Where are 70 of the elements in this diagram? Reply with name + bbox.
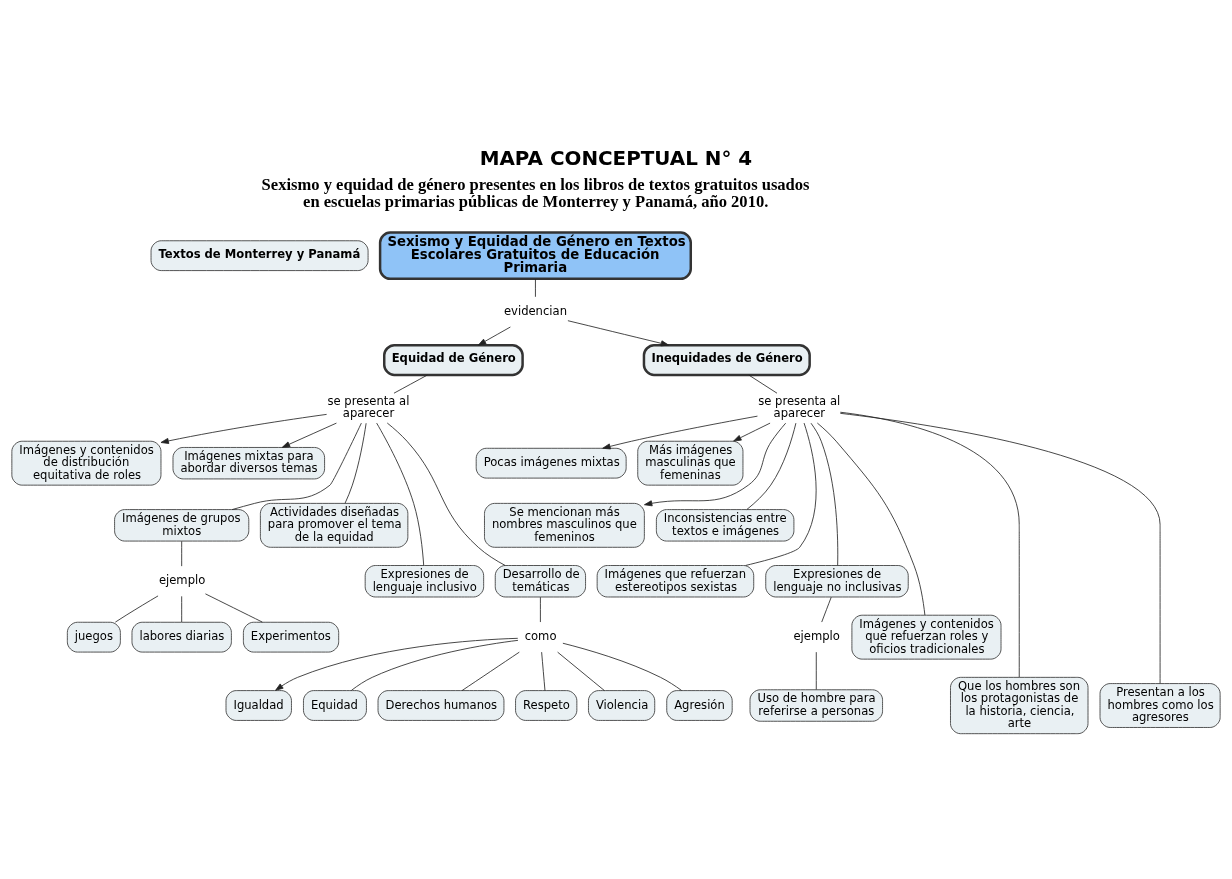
connector bbox=[376, 422, 425, 566]
node-text: ejemplo bbox=[158, 572, 206, 587]
node-box: Que los hombres son los protagonistas de la historia, ciencia, arte bbox=[950, 676, 1089, 734]
node-box: Expresiones de lenguaje inclusivo bbox=[364, 564, 485, 597]
connector bbox=[181, 540, 183, 567]
node-box: Inequidades de Género bbox=[642, 343, 811, 376]
node-box: Imágenes mixtas para abordar diversos temas bbox=[172, 446, 325, 479]
node-box: Uso de hombre para referirse a personas bbox=[749, 688, 883, 722]
diagram-title: MAPA CONCEPTUAL N° 4 bbox=[479, 146, 753, 170]
node-text: ejemplo bbox=[793, 628, 840, 643]
node-box: Derechos humanos bbox=[377, 689, 505, 721]
node-box: Más imágenes masculinas que femeninas bbox=[637, 440, 744, 486]
connector bbox=[351, 639, 519, 691]
connector bbox=[461, 651, 520, 691]
node-box: Inconsistencias entre textos e imágenes bbox=[655, 508, 795, 541]
connector bbox=[839, 412, 1161, 684]
node-text: se presenta al aparecer bbox=[758, 393, 841, 420]
node-text: se presenta al aparecer bbox=[327, 393, 410, 420]
node-box: Se mencionan más nombres masculinos que femeninos bbox=[484, 502, 645, 548]
node-box: Igualdad bbox=[225, 689, 292, 721]
connector bbox=[386, 422, 506, 566]
node-box: Expresiones de lenguaje no inclusivas bbox=[765, 564, 909, 597]
connector bbox=[839, 411, 1020, 678]
node-box: Imágenes que refuerzan estereotipos sexistas bbox=[596, 564, 755, 597]
connector bbox=[114, 595, 159, 623]
node-box: Pocas imágenes mixtas bbox=[475, 447, 627, 479]
node-box: Agresión bbox=[666, 689, 733, 721]
node-box: juegos bbox=[66, 621, 121, 652]
connector bbox=[205, 592, 263, 622]
node-box: Equidad de Género bbox=[383, 343, 524, 376]
arrow bbox=[160, 413, 328, 444]
connector bbox=[181, 595, 183, 622]
arrow bbox=[281, 422, 337, 448]
connector bbox=[562, 642, 682, 691]
node-box: Imágenes de grupos mixtos bbox=[114, 508, 250, 541]
label: Sexismo y equidad de género presentes en los libros de textos gratuitos usados en escuelas primarias públicas de Monterrey y Panamá, año 2010. bbox=[261, 174, 810, 211]
arrow bbox=[644, 422, 787, 506]
connector bbox=[745, 422, 817, 566]
connector bbox=[810, 422, 839, 566]
connector bbox=[393, 374, 428, 394]
connector bbox=[557, 651, 605, 691]
node-box: Respeto bbox=[515, 689, 578, 721]
node-box: Desarrollo de temáticas bbox=[494, 564, 586, 597]
arrow bbox=[477, 326, 511, 346]
arrow bbox=[733, 422, 771, 441]
node-box: Violencia bbox=[588, 689, 656, 721]
arrow bbox=[602, 415, 758, 449]
node-box: Equidad bbox=[303, 689, 367, 721]
node-box: labores diarias bbox=[131, 621, 232, 652]
connector bbox=[748, 374, 778, 394]
connector bbox=[541, 651, 546, 691]
connector bbox=[344, 422, 367, 504]
node-box: Actividades diseñadas para promover el tema de la equidad bbox=[259, 502, 409, 548]
connector bbox=[535, 278, 536, 297]
node-box: Sexismo y Equidad de Género en Textos Escolares Gratuitos de Educación Primaria bbox=[378, 230, 692, 280]
arrow bbox=[275, 637, 519, 691]
node-box: Imágenes y contenidos que refuerzan roles y oficios tradicionales bbox=[851, 614, 1002, 660]
connector bbox=[746, 422, 797, 510]
node-text: como bbox=[524, 628, 557, 643]
connector bbox=[231, 422, 362, 510]
node-box: Experimentos bbox=[243, 621, 340, 652]
node-box: Presentan a los hombres como los agresores bbox=[1099, 682, 1221, 728]
node-box: Imágenes y contenidos de distribución equitativa de roles bbox=[11, 440, 162, 486]
arrow bbox=[567, 319, 669, 346]
connector bbox=[540, 596, 541, 622]
connector bbox=[815, 651, 817, 690]
connector bbox=[816, 422, 926, 615]
connector bbox=[821, 596, 832, 622]
node-text: evidencian bbox=[503, 303, 567, 318]
node-box: Textos de Monterrey y Panamá bbox=[150, 239, 369, 271]
